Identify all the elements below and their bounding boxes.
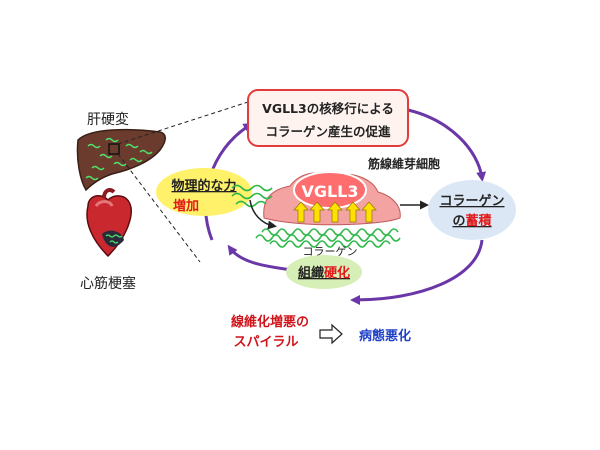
force-oval <box>156 168 252 216</box>
zoom-line-bottom <box>117 153 201 263</box>
accumulation-line1: コラーゲン <box>439 193 504 209</box>
force-line2: 増加 <box>173 198 199 214</box>
outline-arrow-icon <box>319 323 343 345</box>
liver-illustration <box>76 128 166 192</box>
top-box <box>247 89 409 147</box>
zoom-line-top <box>117 101 249 145</box>
arrow-top-to-accumulation <box>407 108 487 182</box>
accumulation-line2: の蓄積 <box>452 213 492 229</box>
nuclear-translocation-arrows <box>293 201 377 223</box>
arrow-accumulation-to-bottom <box>350 239 484 305</box>
spiral-line2: スパイラル <box>233 335 298 350</box>
cell-label: 筋線維芽細胞 <box>367 156 440 171</box>
arrow-force-to-cell <box>249 199 277 230</box>
stiffening-oval <box>286 255 362 289</box>
top-box-line1: VGLL3の核移行による <box>262 101 394 116</box>
accumulation-oval <box>428 180 516 240</box>
collagen-label: コラーゲン <box>303 245 358 258</box>
liver-label: 肝硬変 <box>87 111 129 128</box>
top-box-line2: コラーゲン産生の促進 <box>265 124 391 139</box>
heart-label: 心筋梗塞 <box>80 275 136 292</box>
vgll3-label: VGLL3 <box>301 182 358 201</box>
force-line1: 物理的な力 <box>171 178 236 194</box>
stiffening-label: 組織硬化 <box>298 265 350 281</box>
arrow-stiffening-to-force <box>227 244 293 272</box>
outcome-label: 病態悪化 <box>359 328 411 344</box>
heart-illustration <box>86 188 132 258</box>
spiral-line1: 線維化増悪の <box>231 314 309 330</box>
